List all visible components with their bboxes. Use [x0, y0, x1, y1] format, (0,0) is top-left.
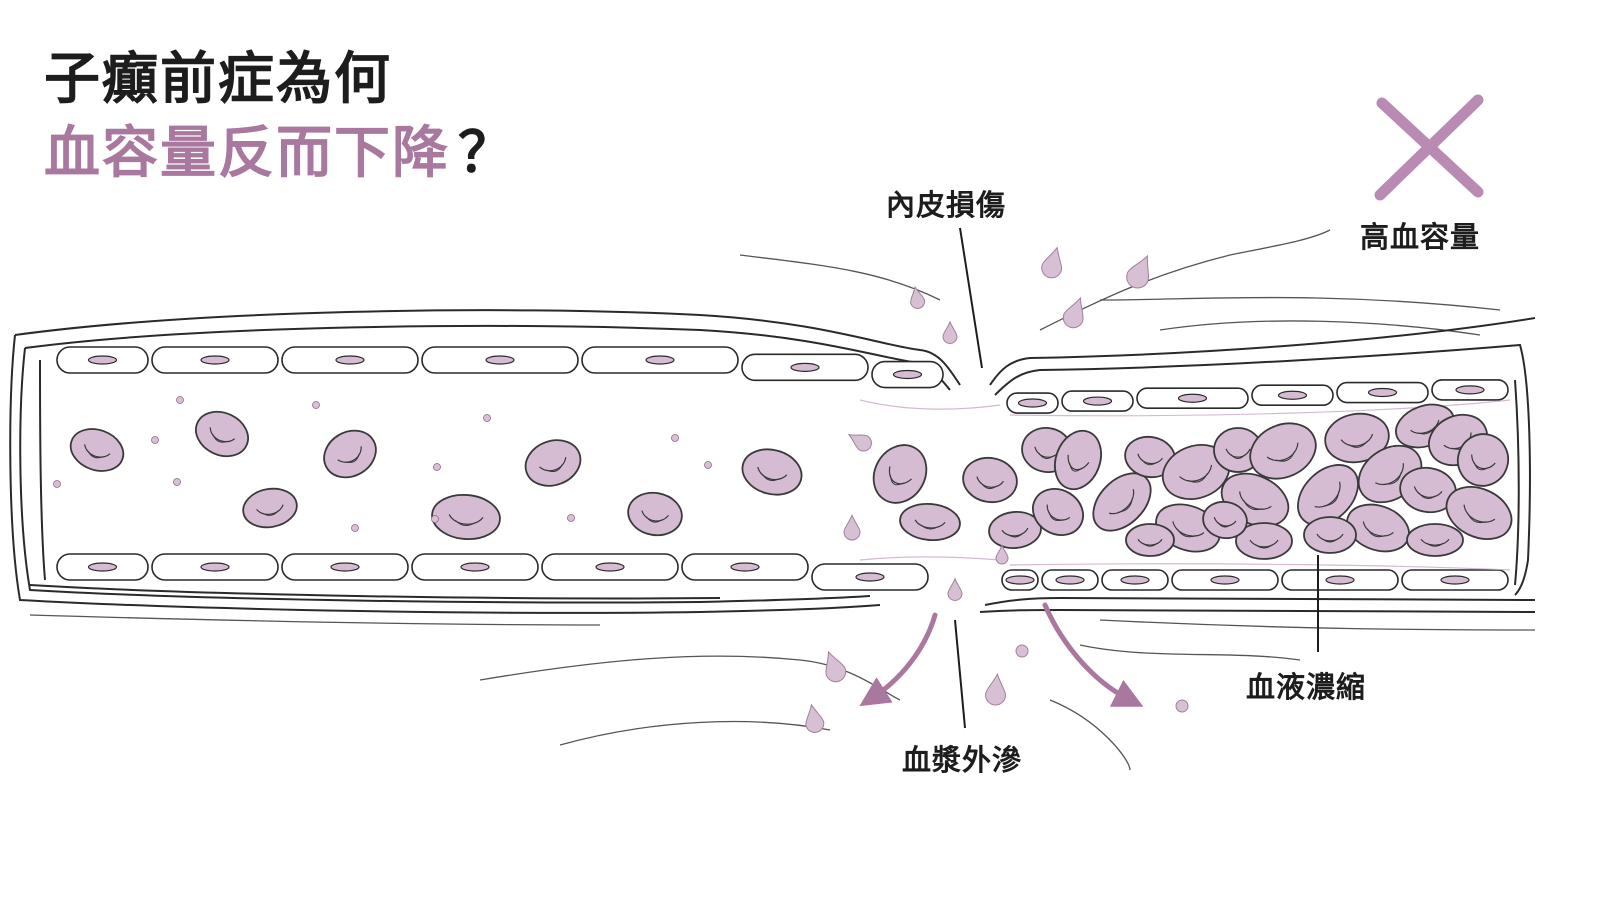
page-title-line-2: 血容量反而下降？: [44, 108, 516, 189]
cell-nucleus: [790, 362, 820, 372]
red-blood-cells: [69, 403, 1513, 560]
cell-nucleus: [595, 562, 625, 572]
cell-nucleus: [855, 572, 885, 582]
plasma-droplet: [843, 513, 861, 541]
red-blood-cell: [1406, 523, 1464, 557]
plasma-haze: [859, 399, 1511, 571]
cell-nucleus: [1055, 575, 1085, 585]
red-blood-cell: [1125, 523, 1175, 557]
cell-nucleus: [1005, 575, 1035, 585]
plasma-particle: [704, 461, 712, 469]
red-blood-cell: [899, 502, 961, 542]
red-blood-cell: [1297, 464, 1359, 526]
cell-nucleus: [1120, 575, 1150, 585]
plasma-particle: [351, 524, 359, 532]
plasma-droplet: [1175, 699, 1189, 713]
vessel-wall-right: [979, 317, 1536, 613]
plasma-particle: [312, 401, 320, 409]
cell-nucleus: [1017, 398, 1048, 408]
red-blood-cell: [323, 429, 377, 479]
page-title-line-1: 子癲前症為何: [44, 47, 392, 112]
plasma-particles: [53, 396, 712, 532]
plasma-particle: [173, 478, 181, 486]
plasma-droplets: [805, 246, 1189, 733]
cross-mark-icon: [1374, 94, 1484, 201]
cell-nucleus: [730, 562, 760, 572]
red-blood-cell: [872, 444, 928, 504]
title-highlight: 血容量反而下降: [44, 121, 450, 186]
red-blood-cell: [1235, 522, 1293, 560]
label-high-blood-volume: 高血容量: [1360, 220, 1481, 254]
plasma-droplet: [1041, 246, 1063, 279]
tissue-fibers: [29, 229, 1536, 771]
red-blood-cell: [242, 487, 298, 529]
cell-nucleus: [335, 355, 365, 365]
callout-lines: [954, 227, 1319, 729]
red-blood-cell: [1249, 422, 1317, 480]
plasma-droplet: [985, 672, 1007, 706]
red-blood-cell: [431, 493, 501, 541]
cell-nucleus: [87, 562, 118, 572]
plasma-droplet: [805, 703, 825, 733]
cell-nucleus: [1455, 385, 1485, 395]
plasma-particle: [176, 396, 184, 404]
cell-nucleus: [1082, 396, 1113, 406]
plasma-droplet: [995, 544, 1009, 565]
plasma-droplet: [942, 320, 958, 344]
cell-nucleus: [1325, 575, 1355, 585]
red-blood-cell: [1456, 433, 1510, 487]
cell-nucleus: [200, 562, 230, 572]
red-blood-cell: [1303, 516, 1357, 554]
cell-nucleus: [1210, 575, 1240, 585]
cell-nucleus: [1177, 393, 1208, 403]
cell-nucleus: [892, 369, 923, 380]
cell-nucleus: [87, 355, 118, 365]
red-blood-cell: [524, 439, 582, 487]
red-blood-cell: [1445, 486, 1513, 540]
plasma-droplet: [910, 285, 926, 309]
plasma-particle: [53, 480, 61, 488]
red-blood-cell: [1054, 429, 1102, 491]
cell-nucleus: [485, 355, 515, 365]
cell-nucleus: [645, 355, 675, 365]
red-blood-cell: [1399, 466, 1457, 514]
plasma-droplet: [947, 577, 963, 601]
red-blood-cell: [195, 410, 249, 458]
plasma-droplet: [847, 433, 872, 452]
cell-nucleus: [330, 562, 360, 572]
plasma-particle: [671, 434, 679, 442]
red-blood-cell: [69, 428, 125, 472]
endothelial-cells: [56, 346, 1509, 591]
plasma-droplet: [1126, 254, 1150, 289]
cell-nucleus: [200, 355, 230, 365]
cell-nucleus: [1440, 575, 1470, 585]
red-blood-cell: [1324, 412, 1390, 464]
leak-arrow-icon: [859, 602, 1144, 707]
red-blood-cell: [1032, 488, 1084, 536]
red-blood-cell: [1202, 500, 1248, 540]
red-blood-cell: [1124, 435, 1176, 479]
cell-nucleus: [460, 562, 490, 572]
red-blood-cell: [627, 491, 683, 537]
plasma-particle: [567, 514, 575, 522]
cell-nucleus: [1367, 387, 1398, 398]
title-question-mark: ？: [458, 121, 516, 186]
label-hemoconcentration: 血液濃縮: [1246, 670, 1367, 704]
red-blood-cell: [1092, 472, 1152, 532]
plasma-droplet: [1015, 644, 1029, 658]
plasma-particle: [431, 515, 439, 523]
cell-nucleus: [1277, 390, 1308, 400]
plasma-particle: [151, 436, 159, 444]
plasma-particle: [483, 414, 491, 422]
plasma-droplet: [1062, 296, 1084, 329]
plasma-droplet: [825, 650, 847, 683]
red-blood-cell: [962, 456, 1018, 504]
label-plasma-leakage: 血漿外滲: [902, 743, 1023, 777]
plasma-particle: [433, 463, 441, 471]
label-endothelial-damage: 內皮損傷: [886, 188, 1007, 222]
red-blood-cell: [741, 448, 803, 496]
